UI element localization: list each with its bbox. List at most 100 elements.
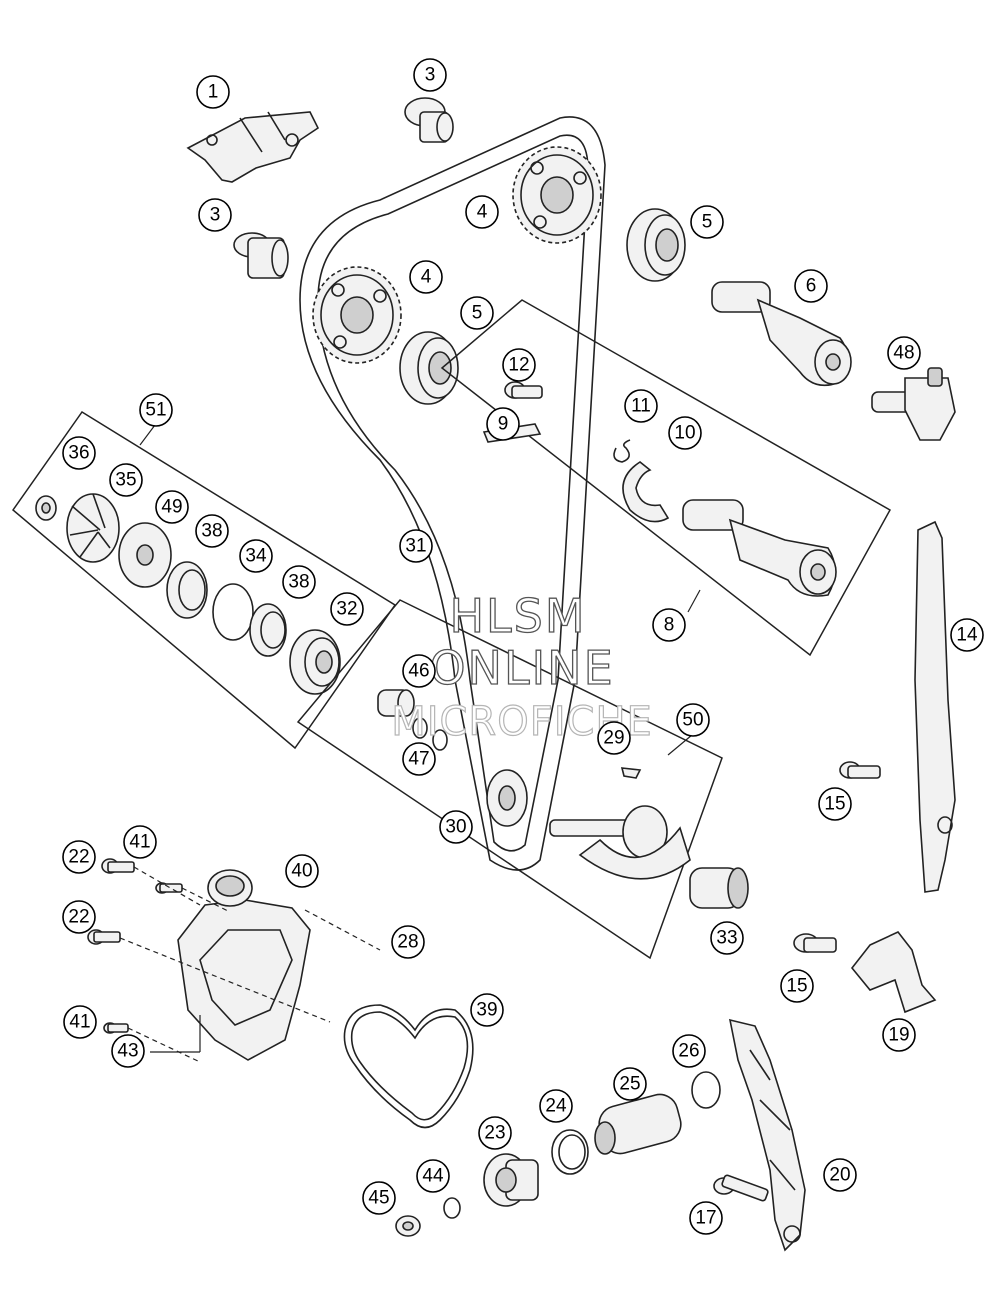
callout-3: 3 [198, 198, 232, 232]
callout-9: 9 [486, 407, 520, 441]
callout-number: 9 [498, 414, 509, 435]
callout-30: 30 [439, 810, 473, 844]
callout-20: 20 [823, 1158, 857, 1192]
callout-number: 24 [545, 1096, 567, 1117]
callout-number: 20 [829, 1165, 850, 1186]
part-15-bolt-lower [793, 933, 837, 953]
leader-51 [139, 424, 156, 446]
callout-number: 19 [888, 1025, 909, 1046]
leader-41-bottom [127, 1027, 201, 1063]
part-4-sprocket-left [312, 266, 402, 364]
callout-15: 15 [780, 969, 814, 1003]
callout-41: 41 [63, 1005, 97, 1039]
part-26-oring [691, 1071, 721, 1109]
callout-number: 33 [716, 928, 737, 949]
part-12-bolt [504, 381, 543, 399]
callout-12: 12 [502, 348, 536, 382]
callout-number: 15 [824, 794, 845, 815]
callout-number: 39 [476, 1000, 497, 1021]
part-19-bracket [850, 931, 937, 1014]
part-35-impeller [66, 493, 120, 563]
part-5-bearing-left [399, 331, 459, 405]
callout-number: 1 [208, 82, 219, 103]
callout-number: 31 [405, 536, 426, 557]
part-40-pump-cover [177, 869, 311, 1061]
part-29-key [620, 767, 642, 779]
callout-1: 1 [196, 75, 230, 109]
callout-number: 4 [477, 202, 488, 223]
callout-4: 4 [409, 260, 443, 294]
callout-28: 28 [391, 925, 425, 959]
callout-49: 49 [155, 490, 189, 524]
callout-number: 51 [145, 400, 166, 421]
part-1-bracket [186, 111, 320, 183]
part-49-disc [118, 522, 172, 588]
callout-number: 23 [484, 1123, 505, 1144]
part-33-bearing [689, 867, 749, 909]
group-50-outline [296, 599, 723, 960]
callout-29: 29 [597, 721, 631, 755]
callout-33: 33 [710, 921, 744, 955]
watermark-line-2: ONLINE [429, 641, 614, 695]
callout-number: 38 [201, 521, 222, 542]
callout-number: 49 [161, 497, 182, 518]
part-20-tensioner-rail [728, 1018, 806, 1252]
part-31-timing-chain [299, 116, 606, 871]
callout-31: 31 [399, 529, 433, 563]
callout-number: 6 [806, 276, 817, 297]
callout-number: 48 [893, 343, 914, 364]
callout-5: 5 [460, 296, 494, 330]
callout-number: 22 [68, 847, 89, 868]
callout-26: 26 [672, 1034, 706, 1068]
callout-32: 32 [330, 592, 364, 626]
part-41-bolt-top [155, 882, 183, 894]
leader-8 [687, 589, 701, 613]
part-17-bolt [713, 1174, 769, 1202]
callout-43: 43 [111, 1034, 145, 1068]
callout-number: 3 [425, 65, 436, 86]
callout-number: 45 [368, 1188, 389, 1209]
leader-22-bottom [119, 937, 331, 1023]
callouts: 1 3 3 4 4 5 5 6 48 12 9 11 10 8 51 36 35… [62, 58, 984, 1235]
callout-41: 41 [123, 825, 157, 859]
callout-number: 5 [702, 212, 713, 233]
part-4-sprocket-top [512, 146, 602, 244]
callout-3: 3 [413, 58, 447, 92]
callout-24: 24 [539, 1089, 573, 1123]
part-34-circlip [212, 583, 254, 641]
callout-number: 36 [68, 443, 89, 464]
part-45-screw [395, 1215, 421, 1237]
callout-6: 6 [794, 269, 828, 303]
part-camshaft-assembly [682, 499, 837, 597]
callout-10: 10 [668, 416, 702, 450]
callout-15: 15 [818, 787, 852, 821]
callout-number: 25 [619, 1074, 640, 1095]
part-22-bolt-top [101, 858, 135, 874]
callout-8: 8 [652, 608, 686, 642]
part-3-pin-left [233, 232, 289, 279]
part-44-washer [443, 1197, 461, 1219]
callout-number: 29 [603, 728, 624, 749]
callout-number: 17 [695, 1208, 716, 1229]
callout-40: 40 [285, 854, 319, 888]
part-32-bearing [289, 629, 341, 695]
callout-number: 8 [664, 615, 675, 636]
part-6-camshaft [711, 281, 852, 387]
part-39-gasket [343, 1004, 474, 1129]
callout-number: 47 [408, 749, 429, 770]
callout-number: 43 [117, 1041, 138, 1062]
callout-number: 14 [956, 625, 978, 646]
part-48-sensor [871, 367, 956, 441]
callout-number: 4 [421, 267, 432, 288]
part-25-tensioner [594, 1093, 682, 1155]
part-3-pin-top [404, 97, 454, 143]
callout-number: 11 [631, 396, 651, 417]
group-8-outline [440, 299, 892, 657]
callout-22: 22 [62, 840, 96, 874]
callout-5: 5 [690, 205, 724, 239]
callout-number: 3 [210, 205, 221, 226]
callout-23: 23 [478, 1116, 512, 1150]
leader-22-top [133, 866, 201, 906]
part-24-oring [551, 1129, 589, 1175]
